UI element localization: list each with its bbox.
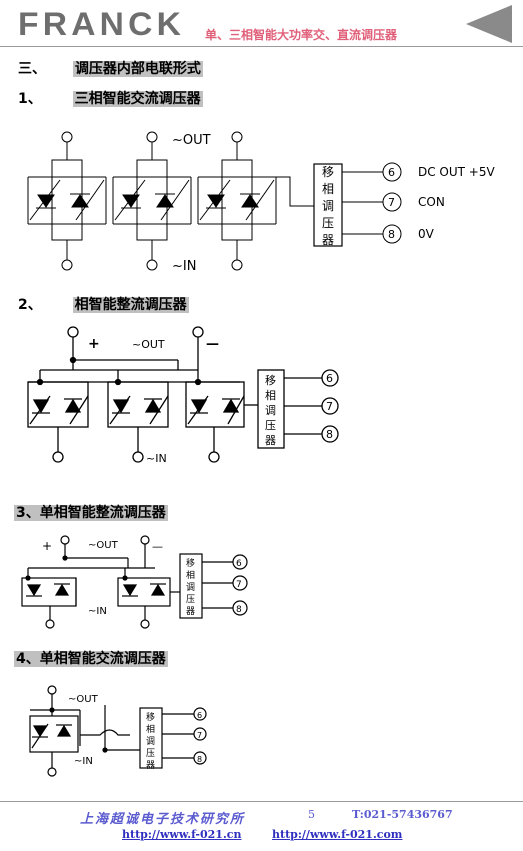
page-number: 5	[308, 808, 315, 821]
diagram4-heading: 4、单相智能交流调压器	[14, 648, 168, 668]
website-link-cn[interactable]: http://www.f-021.cn	[122, 828, 242, 841]
svg-text:6: 6	[388, 166, 395, 179]
diagram3-title: 3、单相智能整流调压器	[14, 505, 168, 521]
left-triangle-arrow-icon[interactable]	[462, 3, 514, 45]
footer-divider	[0, 801, 523, 802]
svg-text:8: 8	[326, 428, 333, 441]
svg-text:相: 相	[265, 389, 276, 402]
diagram2-three-phase-rectifier: + — ~OUT ~IN 移 相 调 压 器 6 7 8	[27, 326, 339, 465]
svg-text:调: 调	[322, 199, 334, 213]
diagram1-heading: 1、 三相智能交流调压器	[18, 88, 203, 108]
diagram1-three-phase-ac: ~OUT ~IN 移 相 调 压 器 6 7 8 DC OUT +5V CON …	[27, 131, 495, 274]
diagram3-heading: 3、单相智能整流调压器	[14, 502, 168, 522]
pin7-label: CON	[418, 195, 445, 209]
svg-text:相: 相	[322, 182, 334, 196]
svg-text:器: 器	[322, 233, 334, 247]
svg-text:器: 器	[146, 760, 155, 771]
diagram1-number: 1、	[18, 91, 42, 107]
brand-logo: FRANCK	[18, 6, 186, 42]
footer-phone: T:021-57436767	[352, 808, 453, 821]
header-divider	[0, 46, 523, 47]
svg-text:~IN: ~IN	[74, 756, 93, 767]
svg-text:相: 相	[146, 723, 155, 735]
svg-text:移: 移	[265, 374, 276, 387]
svg-text:压: 压	[265, 419, 276, 432]
svg-text:移: 移	[322, 165, 334, 179]
svg-text:+: +	[42, 539, 52, 553]
diagram3-single-phase-rectifier: + — ~OUT ~IN 移 相 调 压 器 6 7 8	[21, 535, 248, 629]
svg-text:7: 7	[236, 580, 242, 590]
thyristor-module-3	[197, 142, 277, 260]
thyristor-up-icon	[71, 194, 89, 208]
diagram4-title: 4、单相智能交流调压器	[14, 651, 168, 667]
svg-text:+: +	[88, 336, 100, 352]
svg-text:~OUT: ~OUT	[68, 694, 99, 705]
svg-text:8: 8	[388, 228, 395, 241]
thyristor-down-icon	[37, 194, 55, 208]
svg-text:—: —	[206, 337, 219, 352]
diagram4-single-phase-ac: ~OUT ~IN 移 相 调 压 器 6 7 8	[29, 685, 207, 777]
pin8-label: 0V	[418, 227, 435, 241]
svg-text:7: 7	[388, 196, 395, 209]
svg-text:8: 8	[197, 755, 202, 764]
svg-text:移: 移	[146, 711, 155, 723]
out-label: ~OUT	[172, 133, 211, 148]
section-title: 调压器内部电联形式	[72, 61, 203, 77]
thyristor-module-1	[27, 142, 107, 260]
section-number: 三、	[18, 61, 46, 77]
svg-text:移: 移	[186, 557, 195, 569]
svg-text:7: 7	[326, 400, 333, 413]
diagram1-title: 三相智能交流调压器	[72, 91, 203, 107]
diagram2-title: 相智能整流调压器	[72, 297, 189, 313]
in-label: ~IN	[172, 259, 196, 274]
svg-text:6: 6	[326, 372, 333, 385]
svg-text:6: 6	[197, 711, 202, 720]
diagram2-heading: 2、 相智能整流调压器	[18, 294, 189, 314]
pin6-label: DC OUT +5V	[418, 165, 495, 179]
svg-text:调: 调	[265, 404, 276, 417]
svg-text:调: 调	[186, 582, 195, 593]
svg-text:器: 器	[186, 606, 195, 617]
svg-text:~OUT: ~OUT	[88, 540, 119, 551]
header-title: 单、三相智能大功率交、直流调压器	[205, 28, 398, 42]
svg-text:—: —	[152, 540, 163, 553]
svg-text:~IN: ~IN	[146, 452, 167, 465]
svg-text:相: 相	[186, 569, 195, 581]
svg-text:6: 6	[236, 559, 242, 569]
section-heading: 三、 调压器内部电联形式	[18, 58, 203, 78]
footer-company: 上海超诚电子技术研究所	[80, 812, 246, 827]
svg-text:~IN: ~IN	[88, 606, 107, 617]
thyristor-module-2	[112, 142, 192, 260]
svg-text:8: 8	[236, 605, 242, 615]
svg-text:压: 压	[146, 748, 155, 759]
svg-text:压: 压	[186, 594, 195, 605]
diagram2-number: 2、	[18, 297, 42, 313]
svg-text:调: 调	[146, 736, 155, 747]
svg-text:~OUT: ~OUT	[132, 338, 165, 351]
svg-text:压: 压	[322, 216, 334, 230]
svg-text:7: 7	[197, 731, 202, 740]
svg-text:器: 器	[265, 434, 276, 447]
website-link-com[interactable]: http://www.f-021.com	[272, 828, 403, 841]
